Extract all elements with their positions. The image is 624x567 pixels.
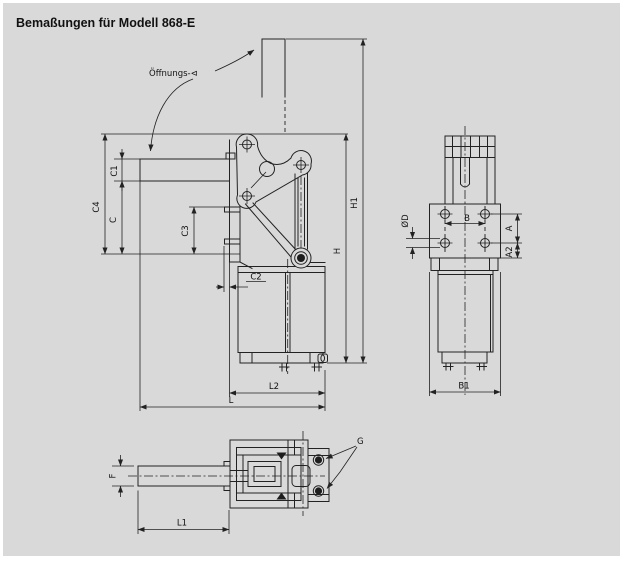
- dim-label-h: H: [333, 248, 343, 254]
- mount-hole-br: [477, 235, 493, 251]
- side-view: Öffnungs-⊲: [92, 38, 367, 411]
- mount-hole-tr: [477, 206, 493, 222]
- dim-label-a: A: [505, 225, 515, 231]
- dim-label-a2: A2: [505, 246, 515, 257]
- opening-angle-annotation: Öffnungs-⊲: [148, 49, 255, 152]
- links: [244, 172, 308, 258]
- dim-label-od: ØD: [400, 214, 411, 228]
- dim-label-l2: L2: [269, 382, 279, 392]
- clamp-body-side: [237, 259, 328, 374]
- bottom-view: G F L1: [109, 431, 364, 534]
- front-view: B ØD A A2 B1: [400, 126, 522, 396]
- front-foot-left: [443, 362, 454, 371]
- foot-bolt-left: [279, 362, 290, 372]
- slot-detail: [317, 353, 328, 363]
- bottom-dimensions: F L1: [109, 455, 230, 534]
- pivot-hole-lower: [239, 188, 255, 204]
- cam-roller: [259, 161, 275, 177]
- mount-hole-tl: [437, 206, 453, 222]
- dim-label-c: C: [109, 217, 119, 223]
- clamp-arm-open-position: [261, 38, 286, 132]
- foot-bolt-right: [311, 362, 322, 372]
- main-pivot-pin: [290, 247, 312, 269]
- dim-label-l: L: [229, 396, 234, 406]
- pivot-holes: [239, 136, 309, 204]
- pivot-hole-right: [293, 157, 309, 173]
- dim-label-c1: C1: [110, 165, 120, 176]
- side-extension-lines: [101, 38, 367, 411]
- opening-angle-label: Öffnungs-⊲: [149, 68, 198, 79]
- dim-label-c4: C4: [92, 201, 102, 212]
- dim-label-h1: H1: [350, 197, 360, 209]
- dim-label-b1: B1: [458, 382, 469, 392]
- pin-marker-top: [276, 452, 287, 460]
- dim-label-l1: L1: [177, 519, 187, 529]
- clamp-arm: [139, 152, 236, 182]
- front-foot-right: [476, 362, 487, 371]
- dim-label-c2: C2: [250, 273, 261, 283]
- screw-bottom: [312, 485, 325, 497]
- pivot-hole-top: [239, 136, 255, 153]
- mount-hole-bl: [437, 235, 453, 251]
- dim-label-c3: C3: [181, 225, 191, 236]
- screw-top: [312, 454, 325, 466]
- mounting-plate-front: [429, 203, 501, 271]
- fastener-annotation: G: [325, 437, 364, 489]
- dim-label-f: F: [109, 473, 119, 478]
- fork-head: [444, 135, 496, 205]
- drawing-title: Bemaßungen für Modell 868-E: [16, 16, 195, 30]
- pin-marker-bottom: [276, 492, 287, 500]
- mounting-plate-top: [307, 448, 330, 502]
- clamp-body-front: [437, 270, 494, 371]
- side-dimensions: C4 C1 C C3 C2 H1 H L2 L: [92, 38, 366, 410]
- fastener-label-g: G: [357, 437, 364, 447]
- drawing-panel: [3, 3, 620, 556]
- front-dimensions: B ØD A A2 B1: [400, 213, 522, 396]
- dim-label-b: B: [464, 214, 470, 224]
